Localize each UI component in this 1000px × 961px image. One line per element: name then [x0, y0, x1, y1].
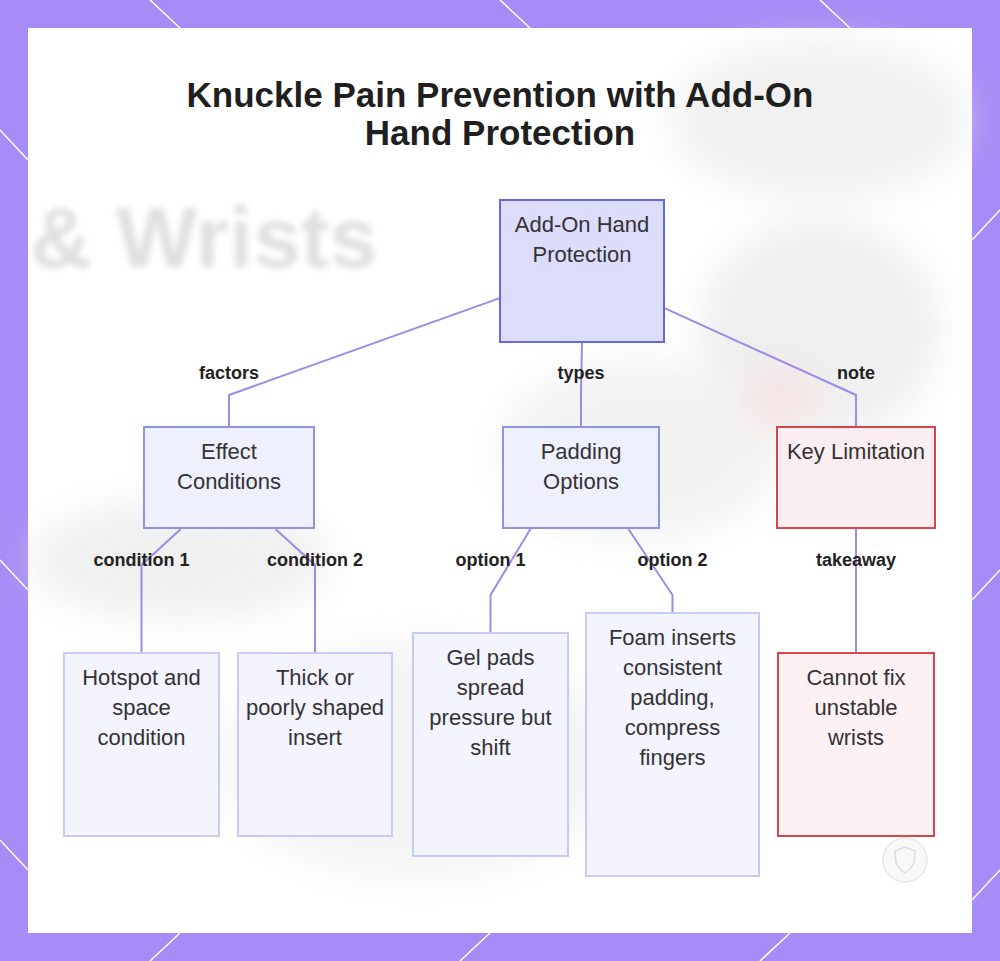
edge-label: factors — [199, 363, 259, 384]
root-box: Add-On Hand Protection — [499, 199, 665, 343]
node-text: Key Limitation — [787, 437, 925, 467]
node-text: Effect Conditions — [151, 437, 307, 497]
blur-patch — [750, 370, 810, 430]
node-text: Padding Options — [510, 437, 652, 497]
tree-connector — [665, 308, 856, 426]
tree-connector — [628, 529, 672, 612]
tree-connector — [581, 343, 582, 426]
edge-label: condition 1 — [94, 550, 190, 571]
blurred-background — [30, 40, 970, 880]
tree-connector — [142, 529, 181, 652]
tree-connector — [491, 529, 531, 632]
edge-label: option 1 — [456, 550, 526, 571]
node-text: Foam inserts consistent padding, compres… — [593, 623, 752, 773]
card — [28, 28, 972, 933]
tree-connector — [275, 529, 315, 652]
detail-box: Cannot fix unstable wrists — [777, 652, 935, 837]
detail-box: Thick or poorly shaped insert — [237, 652, 393, 837]
blur-patch — [670, 40, 970, 200]
edge-label: note — [837, 363, 875, 384]
detail-box: Hotspot and space condition — [63, 652, 220, 837]
node-text: Add-On Hand Protection — [507, 210, 657, 270]
diagram-title: Knuckle Pain Prevention with Add-On Hand… — [150, 76, 850, 152]
blur-patch — [500, 360, 780, 540]
category-box: Key Limitation — [776, 426, 936, 529]
edge-label: types — [557, 363, 604, 384]
edge-label: option 2 — [638, 550, 708, 571]
logo-shield — [895, 847, 915, 873]
watermark: & Wrists — [30, 188, 377, 287]
node-text: Gel pads spread pressure but shift — [420, 643, 561, 763]
detail-box: Gel pads spread pressure but shift — [412, 632, 569, 857]
edge-label: condition 2 — [267, 550, 363, 571]
logo-circle — [883, 838, 927, 882]
shield-logo — [883, 838, 927, 882]
category-box: Padding Options — [502, 426, 660, 529]
node-text: Thick or poorly shaped insert — [245, 663, 385, 753]
tree-connector — [229, 298, 499, 426]
edge-label: takeaway — [816, 550, 896, 571]
node-text: Cannot fix unstable wrists — [785, 663, 927, 753]
detail-box: Foam inserts consistent padding, compres… — [585, 612, 760, 877]
tree-connector — [855, 529, 857, 652]
node-text: Hotspot and space condition — [71, 663, 212, 753]
category-box: Effect Conditions — [143, 426, 315, 529]
